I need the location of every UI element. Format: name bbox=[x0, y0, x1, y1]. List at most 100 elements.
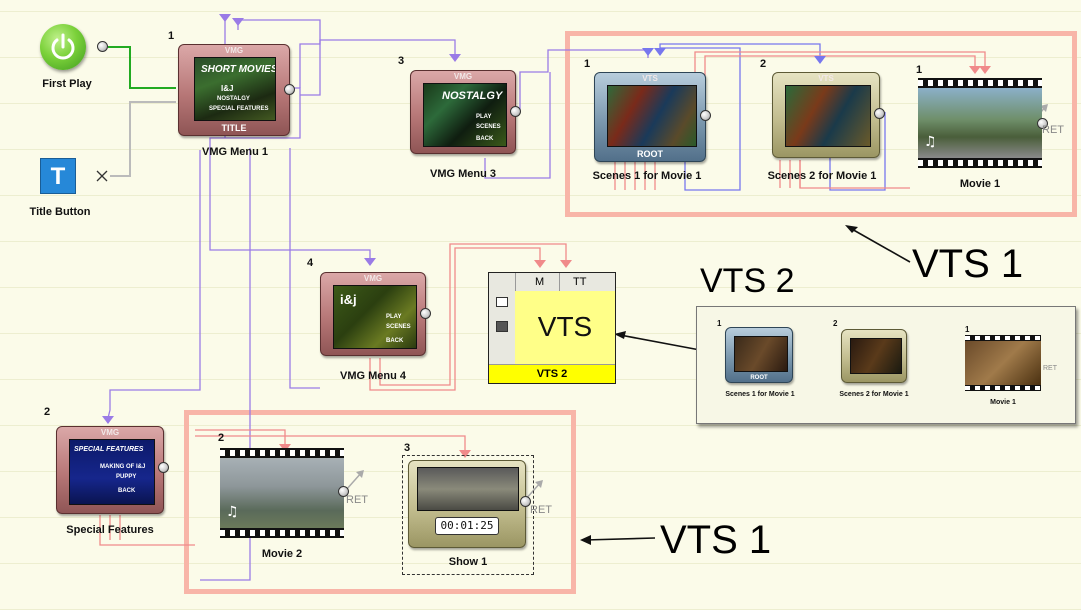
vmg4-thumbnail: i&j PLAY SCENES BACK bbox=[333, 285, 417, 349]
vts2-scenes1-footer: ROOT bbox=[750, 375, 768, 381]
show1-number: 3 bbox=[404, 442, 411, 454]
special-caption: Special Features bbox=[66, 524, 154, 536]
scenes2-header: VTS bbox=[818, 74, 834, 83]
scenes1-thumbnail bbox=[607, 85, 697, 147]
movie2-number: 2 bbox=[218, 432, 225, 444]
show1-caption: Show 1 bbox=[448, 556, 488, 568]
vmg1-header: VMG bbox=[224, 46, 244, 55]
movie-1-title-node[interactable]: ♫ bbox=[918, 78, 1042, 168]
vmg1-output-port[interactable] bbox=[284, 84, 295, 95]
vmg1-footer: TITLE bbox=[221, 123, 247, 133]
title-button-label: Title Button bbox=[29, 206, 91, 218]
scenes2-number: 2 bbox=[760, 58, 767, 70]
vts2-column-header: M TT bbox=[515, 273, 615, 292]
special-screen-title: SPECIAL FEATURES bbox=[74, 446, 144, 453]
show1-thumbnail bbox=[417, 467, 519, 511]
vmg1-number: 1 bbox=[168, 30, 175, 42]
special-screen-line-1: MAKING OF I&J bbox=[100, 464, 146, 470]
vmg3-header: VMG bbox=[453, 72, 473, 81]
scenes1-caption: Scenes 1 for Movie 1 bbox=[592, 170, 702, 182]
show-1-selection-frame bbox=[402, 455, 534, 575]
show-1-slideshow-node[interactable]: 00:01:25 bbox=[408, 460, 526, 548]
vts2-side-strip bbox=[489, 273, 516, 365]
vts1-top-group-box bbox=[565, 31, 1077, 217]
vmg3-screen-title: NOSTALGY bbox=[442, 90, 503, 102]
vmg1-caption: VMG Menu 1 bbox=[201, 146, 268, 158]
scenes-2-menu-node[interactable]: VTS bbox=[772, 72, 880, 158]
vmg3-screen-line-2: SCENES bbox=[476, 124, 501, 130]
vts2-column-m: M bbox=[535, 276, 545, 288]
vts2-movie1-node[interactable] bbox=[965, 335, 1041, 391]
title-button-glyph: T bbox=[50, 163, 66, 190]
music-note-icon: ♫ bbox=[226, 504, 239, 520]
show1-ret-label: RET bbox=[530, 504, 552, 516]
vmg-menu-1-node[interactable]: VMG SHORT MOVIES I&J NOSTALGY SPECIAL FE… bbox=[178, 44, 290, 136]
vts2-panel[interactable]: M TT VTS VTS 2 bbox=[488, 272, 616, 384]
first-play-output-port[interactable] bbox=[97, 41, 108, 52]
scenes1-header: VTS bbox=[642, 74, 658, 83]
vts2-center-label: VTS bbox=[537, 311, 593, 342]
vts2-callout: VTS 2 bbox=[700, 262, 795, 300]
first-play-node[interactable] bbox=[40, 24, 86, 70]
special-features-node[interactable]: VMG SPECIAL FEATURES MAKING OF I&J PUPPY… bbox=[56, 426, 164, 514]
vmg3-output-port[interactable] bbox=[510, 106, 521, 117]
vts2-scenes2-node[interactable] bbox=[841, 329, 907, 383]
vts2-center: VTS bbox=[515, 291, 615, 365]
vmg4-screen-line-3: BACK bbox=[386, 338, 404, 344]
vmg1-screen-line-2: NOSTALGY bbox=[217, 96, 250, 102]
vmg3-thumbnail: NOSTALGY PLAY SCENES BACK bbox=[423, 83, 507, 147]
vmg4-header: VMG bbox=[363, 274, 383, 283]
movie2-ret-label: RET bbox=[346, 494, 368, 506]
vts2-movie1-ret: RET bbox=[1043, 365, 1057, 372]
show1-timecode: 00:01:25 bbox=[435, 517, 499, 535]
scenes2-thumbnail bbox=[785, 85, 871, 147]
title-list-icon[interactable] bbox=[496, 321, 508, 332]
special-header: VMG bbox=[100, 428, 120, 437]
special-output-port[interactable] bbox=[158, 462, 169, 473]
movie1-number: 1 bbox=[916, 64, 923, 76]
movie2-thumbnail bbox=[220, 458, 344, 528]
vmg1-screen-line-1: I&J bbox=[221, 84, 234, 93]
vmg4-number: 4 bbox=[307, 257, 314, 269]
menu-list-icon[interactable] bbox=[496, 297, 508, 307]
special-screen-line-3: BACK bbox=[118, 488, 136, 494]
first-play-label: First Play bbox=[42, 78, 92, 90]
vmg4-caption: VMG Menu 4 bbox=[339, 370, 406, 382]
movie-2-title-node[interactable]: ♫ bbox=[220, 448, 344, 538]
power-icon bbox=[51, 33, 75, 60]
vts2-column-tt: TT bbox=[573, 276, 587, 288]
movie2-output-port[interactable] bbox=[338, 486, 349, 497]
scenes1-output-port[interactable] bbox=[700, 110, 711, 121]
special-screen-line-2: PUPPY bbox=[116, 474, 137, 480]
vmg4-screen-line-1: PLAY bbox=[386, 314, 402, 320]
scenes1-footer: ROOT bbox=[637, 149, 663, 159]
vmg4-screen-title: i&j bbox=[340, 292, 357, 307]
vmg3-number: 3 bbox=[398, 55, 405, 67]
vts2-movie1-caption: Movie 1 bbox=[990, 399, 1016, 406]
scenes2-caption: Scenes 2 for Movie 1 bbox=[767, 170, 877, 182]
vts2-overview-panel: 1 ROOT Scenes 1 for Movie 1 2 Scenes 2 f… bbox=[696, 306, 1076, 424]
vts2-scenes1-number: 1 bbox=[717, 319, 722, 328]
special-thumbnail: SPECIAL FEATURES MAKING OF I&J PUPPY BAC… bbox=[69, 439, 155, 505]
vts2-scenes1-caption: Scenes 1 for Movie 1 bbox=[725, 391, 795, 398]
vmg-menu-3-node[interactable]: VMG NOSTALGY PLAY SCENES BACK bbox=[410, 70, 516, 154]
vmg-menu-4-node[interactable]: VMG i&j PLAY SCENES BACK bbox=[320, 272, 426, 356]
vmg3-screen-line-1: PLAY bbox=[476, 114, 492, 120]
vmg4-output-port[interactable] bbox=[420, 308, 431, 319]
movie1-thumbnail bbox=[918, 88, 1042, 158]
vmg1-screen-title: SHORT MOVIES bbox=[201, 64, 276, 75]
vts1-bottom-group-box bbox=[184, 410, 576, 594]
show1-output-port[interactable] bbox=[520, 496, 531, 507]
title-button-node[interactable]: T bbox=[40, 158, 76, 194]
vts2-scenes1-node[interactable]: ROOT bbox=[725, 327, 793, 383]
music-note-icon: ♫ bbox=[924, 134, 937, 150]
vmg1-thumbnail: SHORT MOVIES I&J NOSTALGY SPECIAL FEATUR… bbox=[194, 57, 276, 121]
movie1-output-port[interactable] bbox=[1037, 118, 1048, 129]
vts2-scenes2-caption: Scenes 2 for Movie 1 bbox=[839, 391, 909, 398]
vts2-scenes2-number: 2 bbox=[833, 319, 838, 328]
vts2-footer: VTS 2 bbox=[489, 364, 615, 383]
vmg4-screen-line-2: SCENES bbox=[386, 324, 411, 330]
scenes-1-menu-node[interactable]: VTS ROOT bbox=[594, 72, 706, 162]
scenes2-output-port[interactable] bbox=[874, 108, 885, 119]
